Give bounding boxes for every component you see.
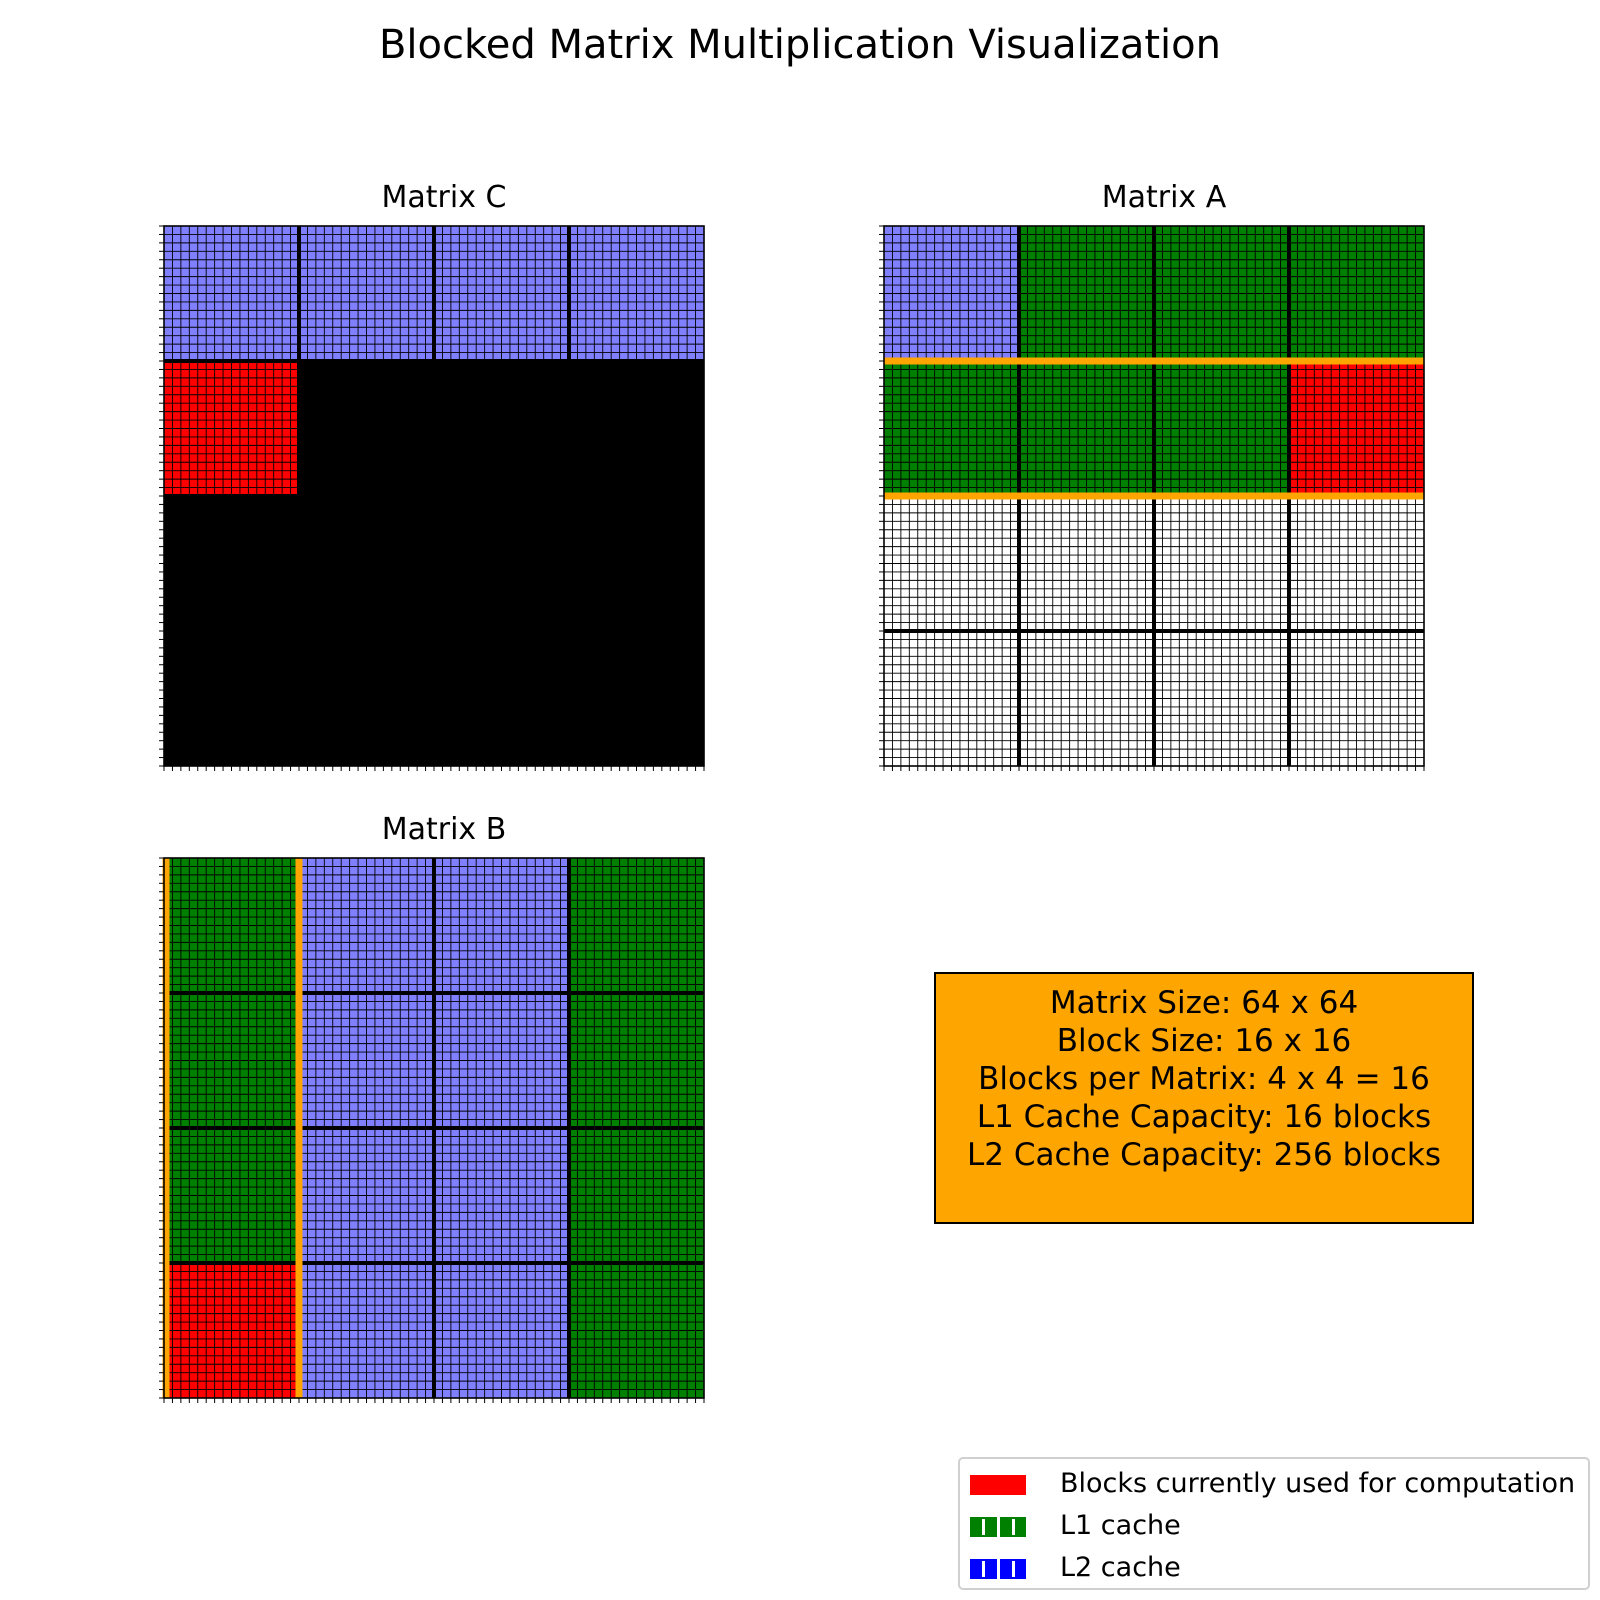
info-block-size: Block Size: 16 x 16 — [1056, 1023, 1352, 1059]
info-l1-capacity: L1 Cache Capacity: 16 blocks — [976, 1099, 1432, 1135]
legend-item-l2: L2 cache — [970, 1551, 1580, 1585]
legend-swatch-l2 — [970, 1559, 1026, 1579]
info-l2-capacity: L2 Cache Capacity: 256 blocks — [966, 1137, 1442, 1173]
matrix-b-plot — [159, 857, 705, 1403]
legend-item-l1: L1 cache — [970, 1509, 1580, 1543]
legend-label-l1: L1 cache — [1060, 1510, 1181, 1541]
matrix-a-plot — [879, 225, 1425, 771]
info-blocks-per-matrix: Blocks per Matrix: 4 x 4 = 16 — [978, 1061, 1430, 1097]
highlight-band — [162, 858, 303, 1398]
legend-swatch-compute — [970, 1475, 1026, 1495]
legend-item-compute: Blocks currently used for computation — [970, 1467, 1580, 1501]
figure-title: Blocked Matrix Multiplication Visualizat… — [378, 22, 1221, 68]
axis-ticks — [879, 225, 1425, 771]
info-box: Matrix Size: 64 x 64 Block Size: 16 x 16… — [934, 972, 1474, 1224]
block-grid — [164, 226, 704, 766]
matrix-a-title: Matrix A — [1101, 180, 1227, 215]
legend-swatch-l1 — [970, 1517, 1026, 1537]
legend-label-l2: L2 cache — [1060, 1552, 1181, 1583]
legend: Blocks currently used for computation L1… — [958, 1457, 1590, 1590]
legend-label-compute: Blocks currently used for computation — [1060, 1468, 1576, 1499]
axis-ticks — [159, 225, 705, 771]
info-matrix-size: Matrix Size: 64 x 64 — [1049, 985, 1359, 1021]
matrix-c-plot — [159, 225, 705, 771]
matrix-b-title: Matrix B — [381, 812, 507, 847]
highlight-band — [884, 357, 1424, 500]
matrix-c-title: Matrix C — [381, 180, 507, 215]
axis-ticks — [159, 857, 705, 1403]
